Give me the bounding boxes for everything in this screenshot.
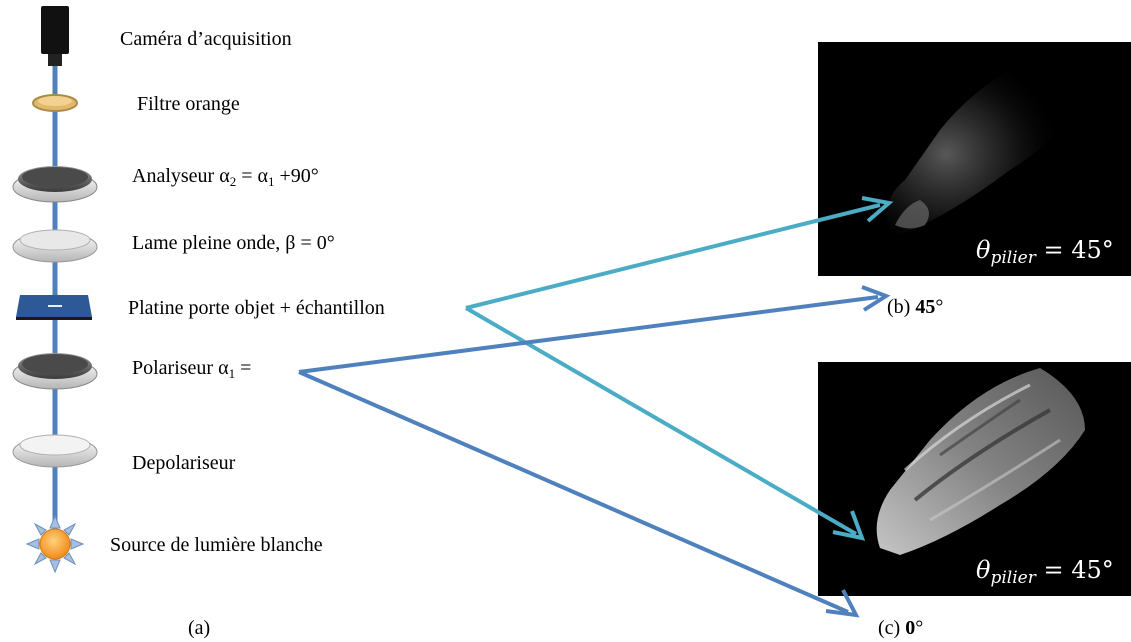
caption-c: (c) 0°: [878, 618, 923, 638]
sample-stage-icon: [16, 295, 92, 320]
theta-label-b: θpilier = 45°: [976, 238, 1114, 267]
label-camera: Caméra d’acquisition: [120, 29, 292, 49]
caption-b: (b) 45°: [887, 297, 943, 317]
label-sample-stage: Platine porte objet + échantillon: [128, 298, 385, 318]
light-source-icon: [27, 516, 83, 572]
label-analyzer: Analyseur α2 = α1 +90°: [132, 166, 319, 188]
arrow-polarizer-to-b: [299, 287, 886, 372]
label-light-source: Source de lumière blanche: [110, 535, 323, 555]
analyzer-icon: [13, 166, 97, 202]
label-orange-filter: Filtre orange: [137, 94, 240, 114]
label-waveplate: Lame pleine onde, β = 0°: [132, 233, 335, 253]
arrow-polarizer-to-c: [299, 372, 856, 615]
orange-filter-icon: [33, 95, 77, 111]
caption-a: (a): [188, 618, 210, 638]
polarizer-icon: [13, 353, 97, 389]
depolarizer-icon: [13, 435, 97, 467]
camera-icon: [41, 6, 69, 66]
waveplate-icon: [13, 230, 97, 262]
label-depolarizer: Depolariseur: [132, 453, 235, 473]
theta-label-c: θpilier = 45°: [976, 558, 1114, 587]
label-polarizer: Polariseur α1 =: [132, 358, 251, 380]
